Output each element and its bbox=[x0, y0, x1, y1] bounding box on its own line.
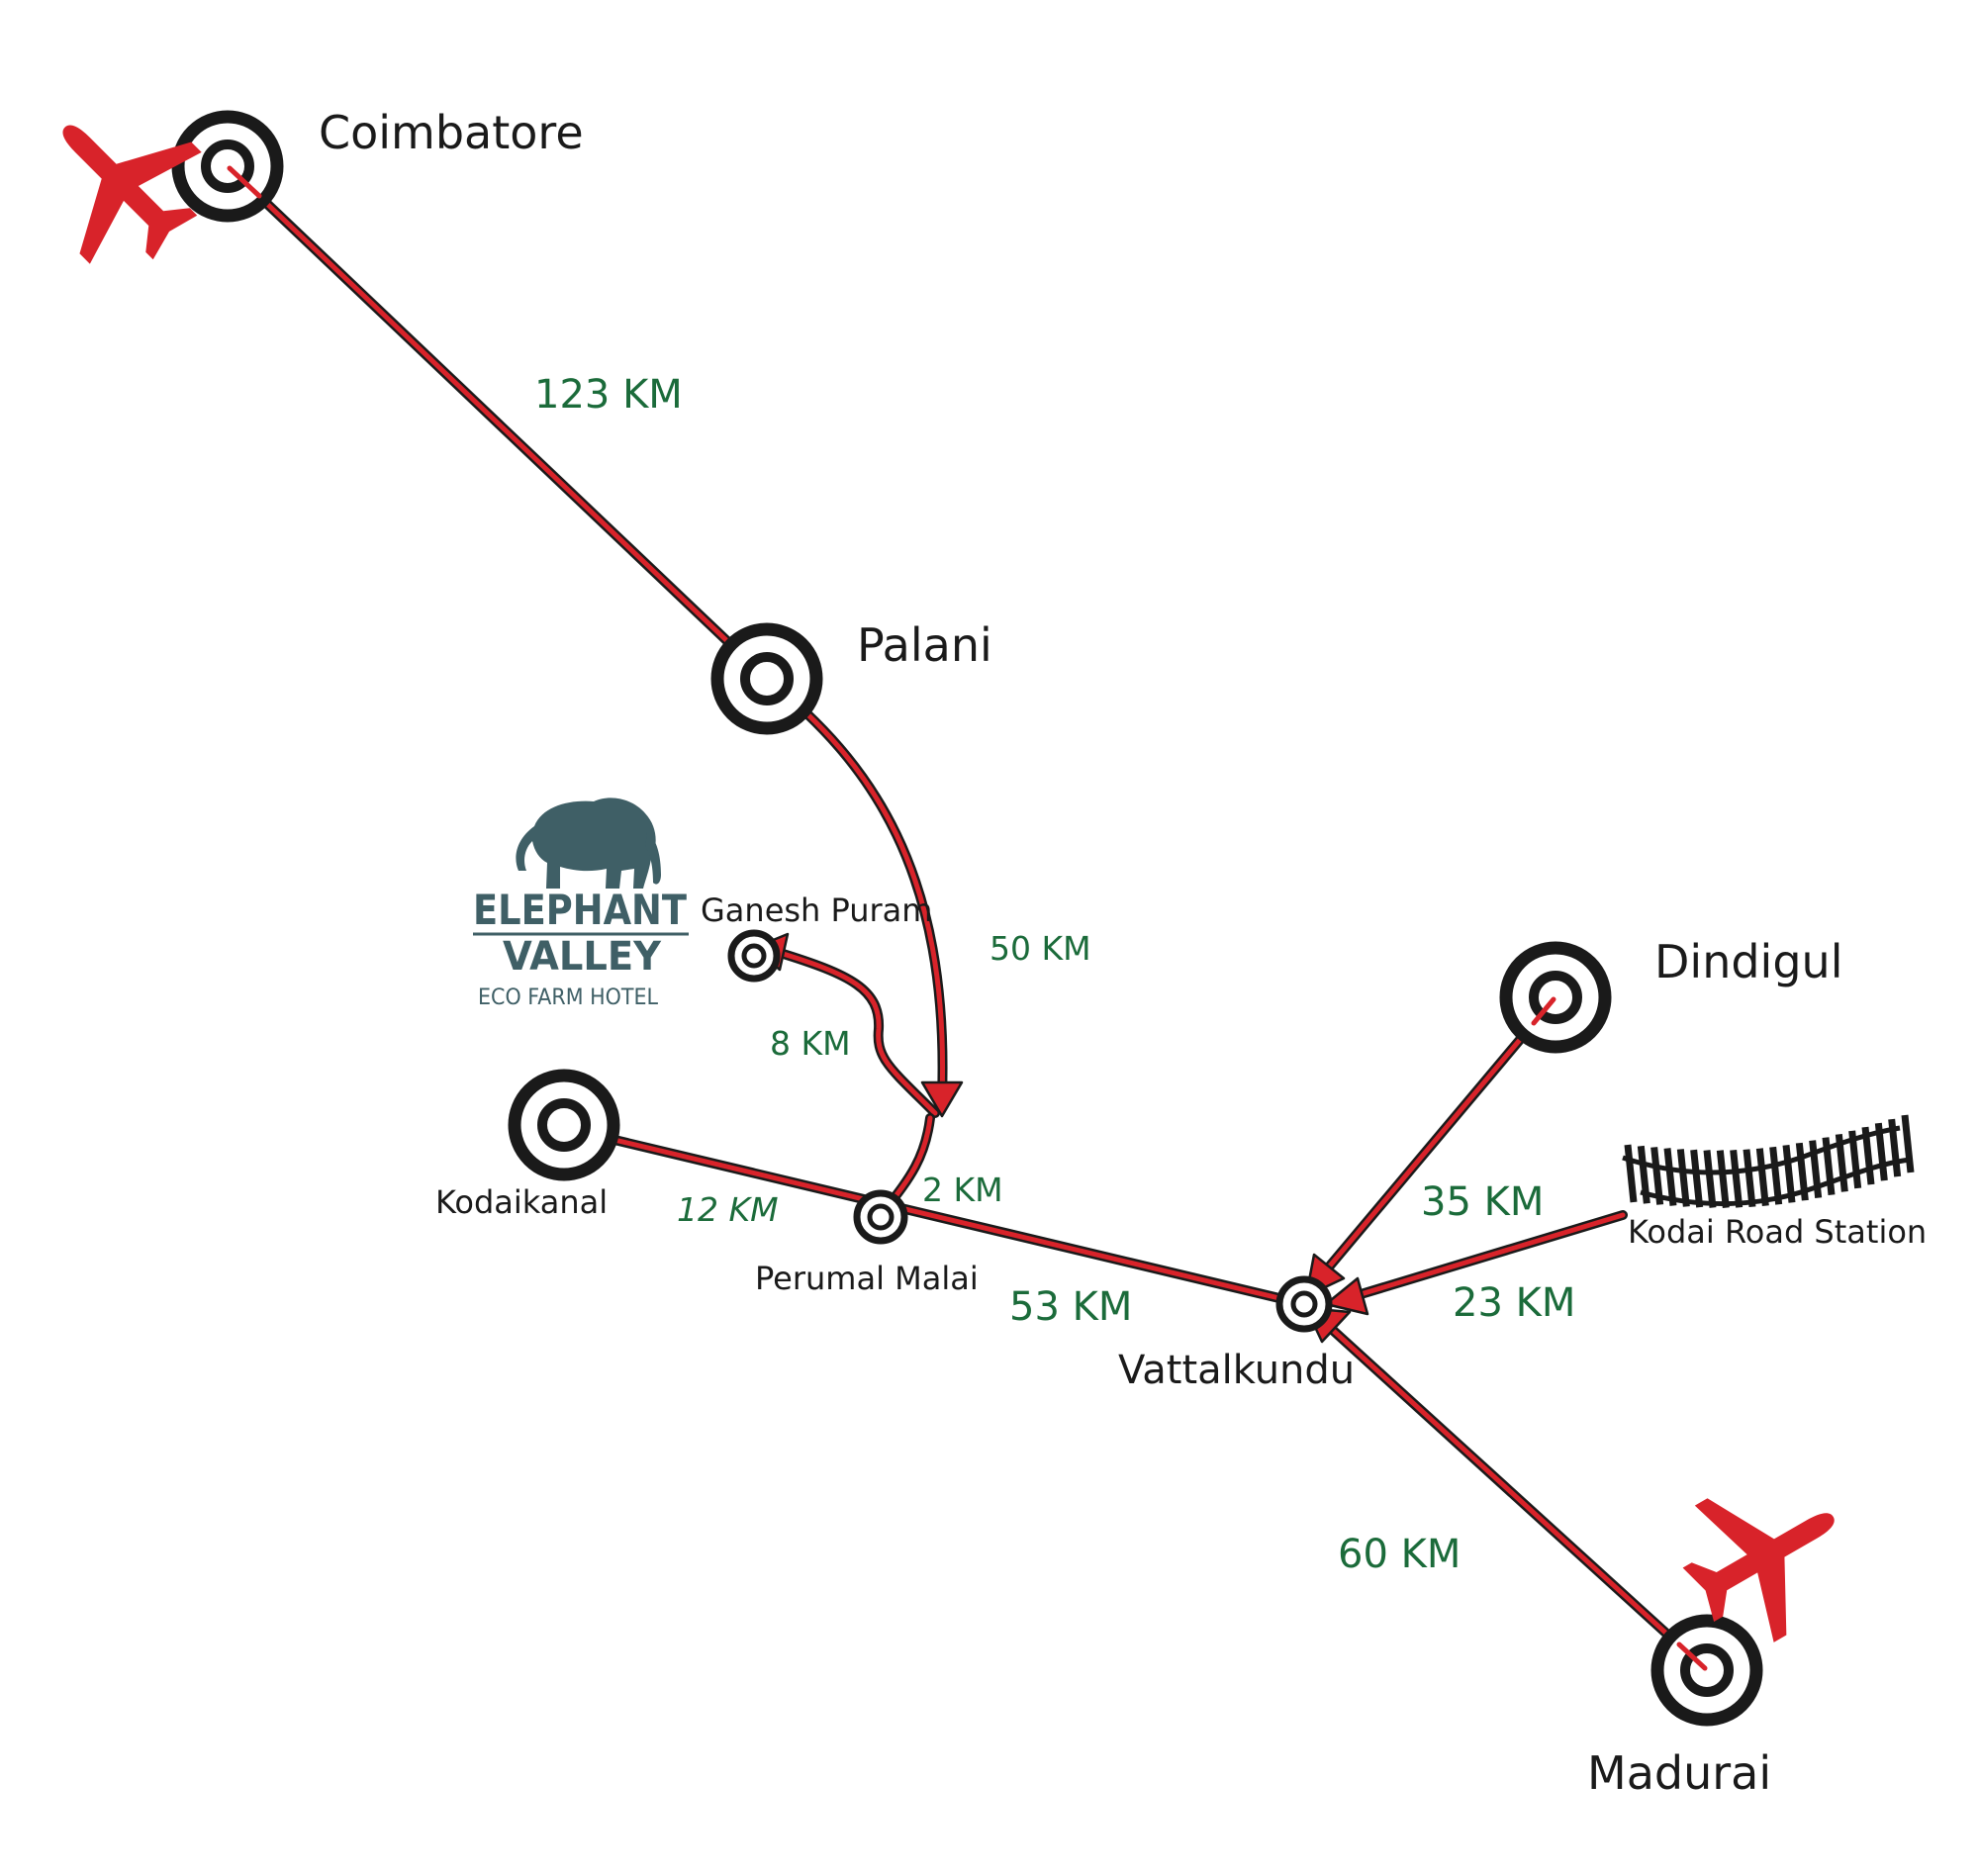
label-perumal-malai: Perumal Malai bbox=[755, 1260, 979, 1297]
label-coimbatore: Coimbatore bbox=[319, 106, 584, 159]
label-ganesh-puram: Ganesh Puram bbox=[701, 891, 932, 929]
label-palani: Palani bbox=[857, 618, 992, 672]
railway-track-icon bbox=[1622, 1114, 1915, 1208]
distance-dindigul: 35 KM bbox=[1421, 1179, 1544, 1225]
label-kodai-road-station: Kodai Road Station bbox=[1628, 1213, 1927, 1251]
distance-vattalkundu-perumal: 53 KM bbox=[1009, 1284, 1132, 1330]
brand-logo: ELEPHANT VALLEY ECO FARM HOTEL bbox=[473, 886, 689, 1010]
distance-coimbatore-palani: 123 KM bbox=[534, 372, 683, 418]
label-kodaikanal: Kodaikanal bbox=[435, 1183, 608, 1221]
label-madurai: Madurai bbox=[1587, 1746, 1771, 1800]
distance-madurai: 60 KM bbox=[1338, 1532, 1461, 1577]
distance-kodai-road: 23 KM bbox=[1453, 1280, 1575, 1326]
marker-palani bbox=[710, 622, 823, 735]
brand-tagline: ECO FARM HOTEL bbox=[478, 985, 659, 1010]
distance-ganesh-puram: 8 KM bbox=[770, 1024, 851, 1063]
brand-name-line2: VALLEY bbox=[503, 934, 662, 980]
distance-kodaikanal: 12 KM bbox=[677, 1190, 779, 1229]
marker-perumal-malai bbox=[853, 1189, 908, 1245]
distance-palani-junction: 50 KM bbox=[990, 929, 1091, 968]
brand-name-line1: ELEPHANT bbox=[473, 886, 687, 934]
airplane-icon bbox=[1682, 1498, 1835, 1642]
elephant-icon bbox=[516, 797, 661, 889]
label-dindigul: Dindigul bbox=[1654, 935, 1842, 988]
marker-madurai bbox=[1650, 1614, 1763, 1727]
label-vattalkundu: Vattalkundu bbox=[1118, 1348, 1355, 1393]
distance-perumal-malai: 2 KM bbox=[922, 1171, 1003, 1209]
route-kodai-road-vattalkundu bbox=[1324, 1210, 1628, 1316]
marker-ganesh-puram bbox=[727, 929, 781, 983]
route-coimbatore-palani bbox=[223, 161, 772, 684]
route-madurai-vattalkundu bbox=[1304, 1306, 1712, 1675]
airplane-icon bbox=[62, 125, 202, 264]
marker-dindigul bbox=[1499, 941, 1612, 1054]
marker-kodaikanal bbox=[508, 1069, 620, 1181]
marker-coimbatore bbox=[171, 110, 284, 223]
marker-vattalkundu bbox=[1275, 1275, 1333, 1333]
